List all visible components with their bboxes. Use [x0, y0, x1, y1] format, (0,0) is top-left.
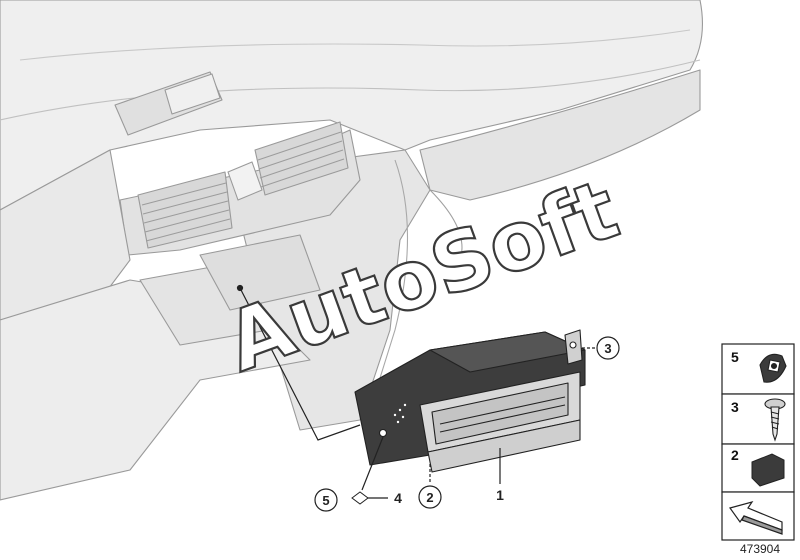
arrow-icon: [729, 500, 783, 535]
vent-slats: [141, 131, 345, 242]
legend-2-label: 2: [731, 447, 739, 463]
callout-2: 2: [418, 485, 442, 509]
callout-5-label: 5: [322, 493, 329, 508]
legend-5-label: 5: [731, 349, 739, 365]
parts-legend: 5 3 2: [721, 343, 795, 541]
screw-icon: [764, 398, 786, 442]
callout-3-label: 3: [604, 341, 611, 356]
leader-lines: [236, 284, 598, 499]
clip-nut-icon: [759, 353, 787, 383]
head-unit: [354, 329, 586, 473]
callout-3: 3: [596, 336, 620, 360]
clip-part-icon: [351, 491, 369, 505]
callout-1-label: 1: [496, 487, 504, 503]
legend-3-label: 3: [731, 399, 739, 415]
dashboard-illustration: [0, 0, 703, 501]
foam-pad-icon: [751, 453, 785, 487]
callout-2-label: 2: [426, 490, 433, 505]
callout-5: 5: [314, 488, 338, 512]
diagram-number: 473904: [740, 542, 780, 556]
callout-4-label: 4: [394, 490, 402, 506]
